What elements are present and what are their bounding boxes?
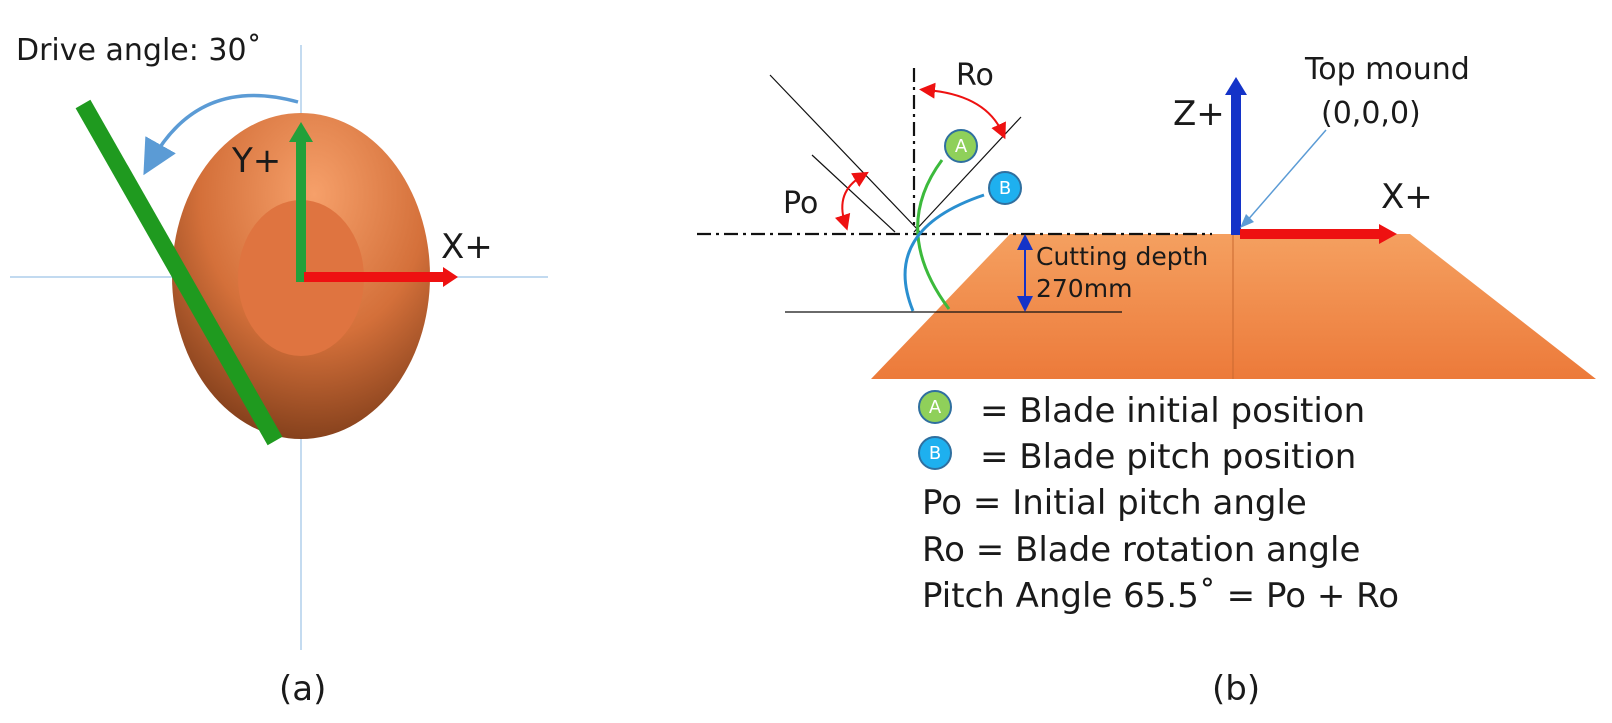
cutting-depth-value: 270mm bbox=[1036, 274, 1132, 303]
x-axis-label: X+ bbox=[441, 227, 493, 267]
panel-b: A B Ro Po Z+ X+ Top mound (0,0,0) Cuttin… bbox=[697, 52, 1596, 709]
legend-badge-b bbox=[918, 436, 952, 470]
legend-badge-a bbox=[918, 390, 952, 424]
y-axis-label: Y+ bbox=[231, 141, 281, 181]
z-axis-arrowhead bbox=[1225, 77, 1247, 95]
z-axis-label: Z+ bbox=[1173, 94, 1225, 134]
x-axis-label-b: X+ bbox=[1381, 177, 1433, 217]
legend-item-b: B = Blade pitch position bbox=[918, 436, 1356, 477]
legend-ro-line: Ro = Blade rotation angle bbox=[922, 530, 1360, 570]
caption-a: (a) bbox=[279, 669, 326, 709]
cutting-depth-label: Cutting depth bbox=[1036, 242, 1208, 271]
origin-pointer-head bbox=[1240, 214, 1254, 228]
top-mound-label: Top mound bbox=[1304, 52, 1470, 87]
blade-initial-curve bbox=[916, 159, 951, 310]
ro-angle-arc bbox=[919, 82, 1006, 140]
blade-bar bbox=[75, 99, 283, 446]
legend-pitch-line: Pitch Angle 65.5˚ = Po + Ro bbox=[922, 576, 1399, 616]
po-label: Po bbox=[783, 186, 818, 221]
legend-item-a: A = Blade initial position bbox=[918, 390, 1365, 431]
x-axis-arrowhead bbox=[443, 267, 458, 287]
legend-badge-b-label: B bbox=[929, 443, 941, 464]
legend-po-line: Po = Initial pitch angle bbox=[922, 483, 1307, 523]
origin-label: (0,0,0) bbox=[1321, 96, 1421, 131]
badge-a-label: A bbox=[955, 136, 968, 157]
drive-angle-label: Drive angle: 30˚ bbox=[16, 33, 262, 68]
legend-item-b-text: = Blade pitch position bbox=[980, 437, 1356, 477]
panel-a: Drive angle: 30˚ Y+ X+ (a) bbox=[10, 33, 548, 709]
blade-guide-line-1 bbox=[769, 74, 921, 233]
legend: A = Blade initial position B = Blade pit… bbox=[918, 390, 1399, 616]
x-axis-arrowhead-b bbox=[1379, 224, 1397, 244]
ro-label: Ro bbox=[956, 58, 994, 93]
caption-b: (b) bbox=[1212, 669, 1260, 709]
legend-badge-a-label: A bbox=[929, 397, 942, 418]
blade-pitch-curve bbox=[903, 193, 985, 312]
rotation-arrow bbox=[143, 93, 299, 176]
legend-item-a-text: = Blade initial position bbox=[980, 391, 1365, 431]
badge-a: A bbox=[944, 129, 978, 163]
po-angle-arc bbox=[834, 171, 869, 231]
badge-b-label: B bbox=[999, 178, 1011, 199]
y-axis-arrowhead bbox=[289, 122, 313, 142]
origin-pointer-line bbox=[1245, 129, 1327, 223]
badge-b: B bbox=[988, 171, 1022, 205]
